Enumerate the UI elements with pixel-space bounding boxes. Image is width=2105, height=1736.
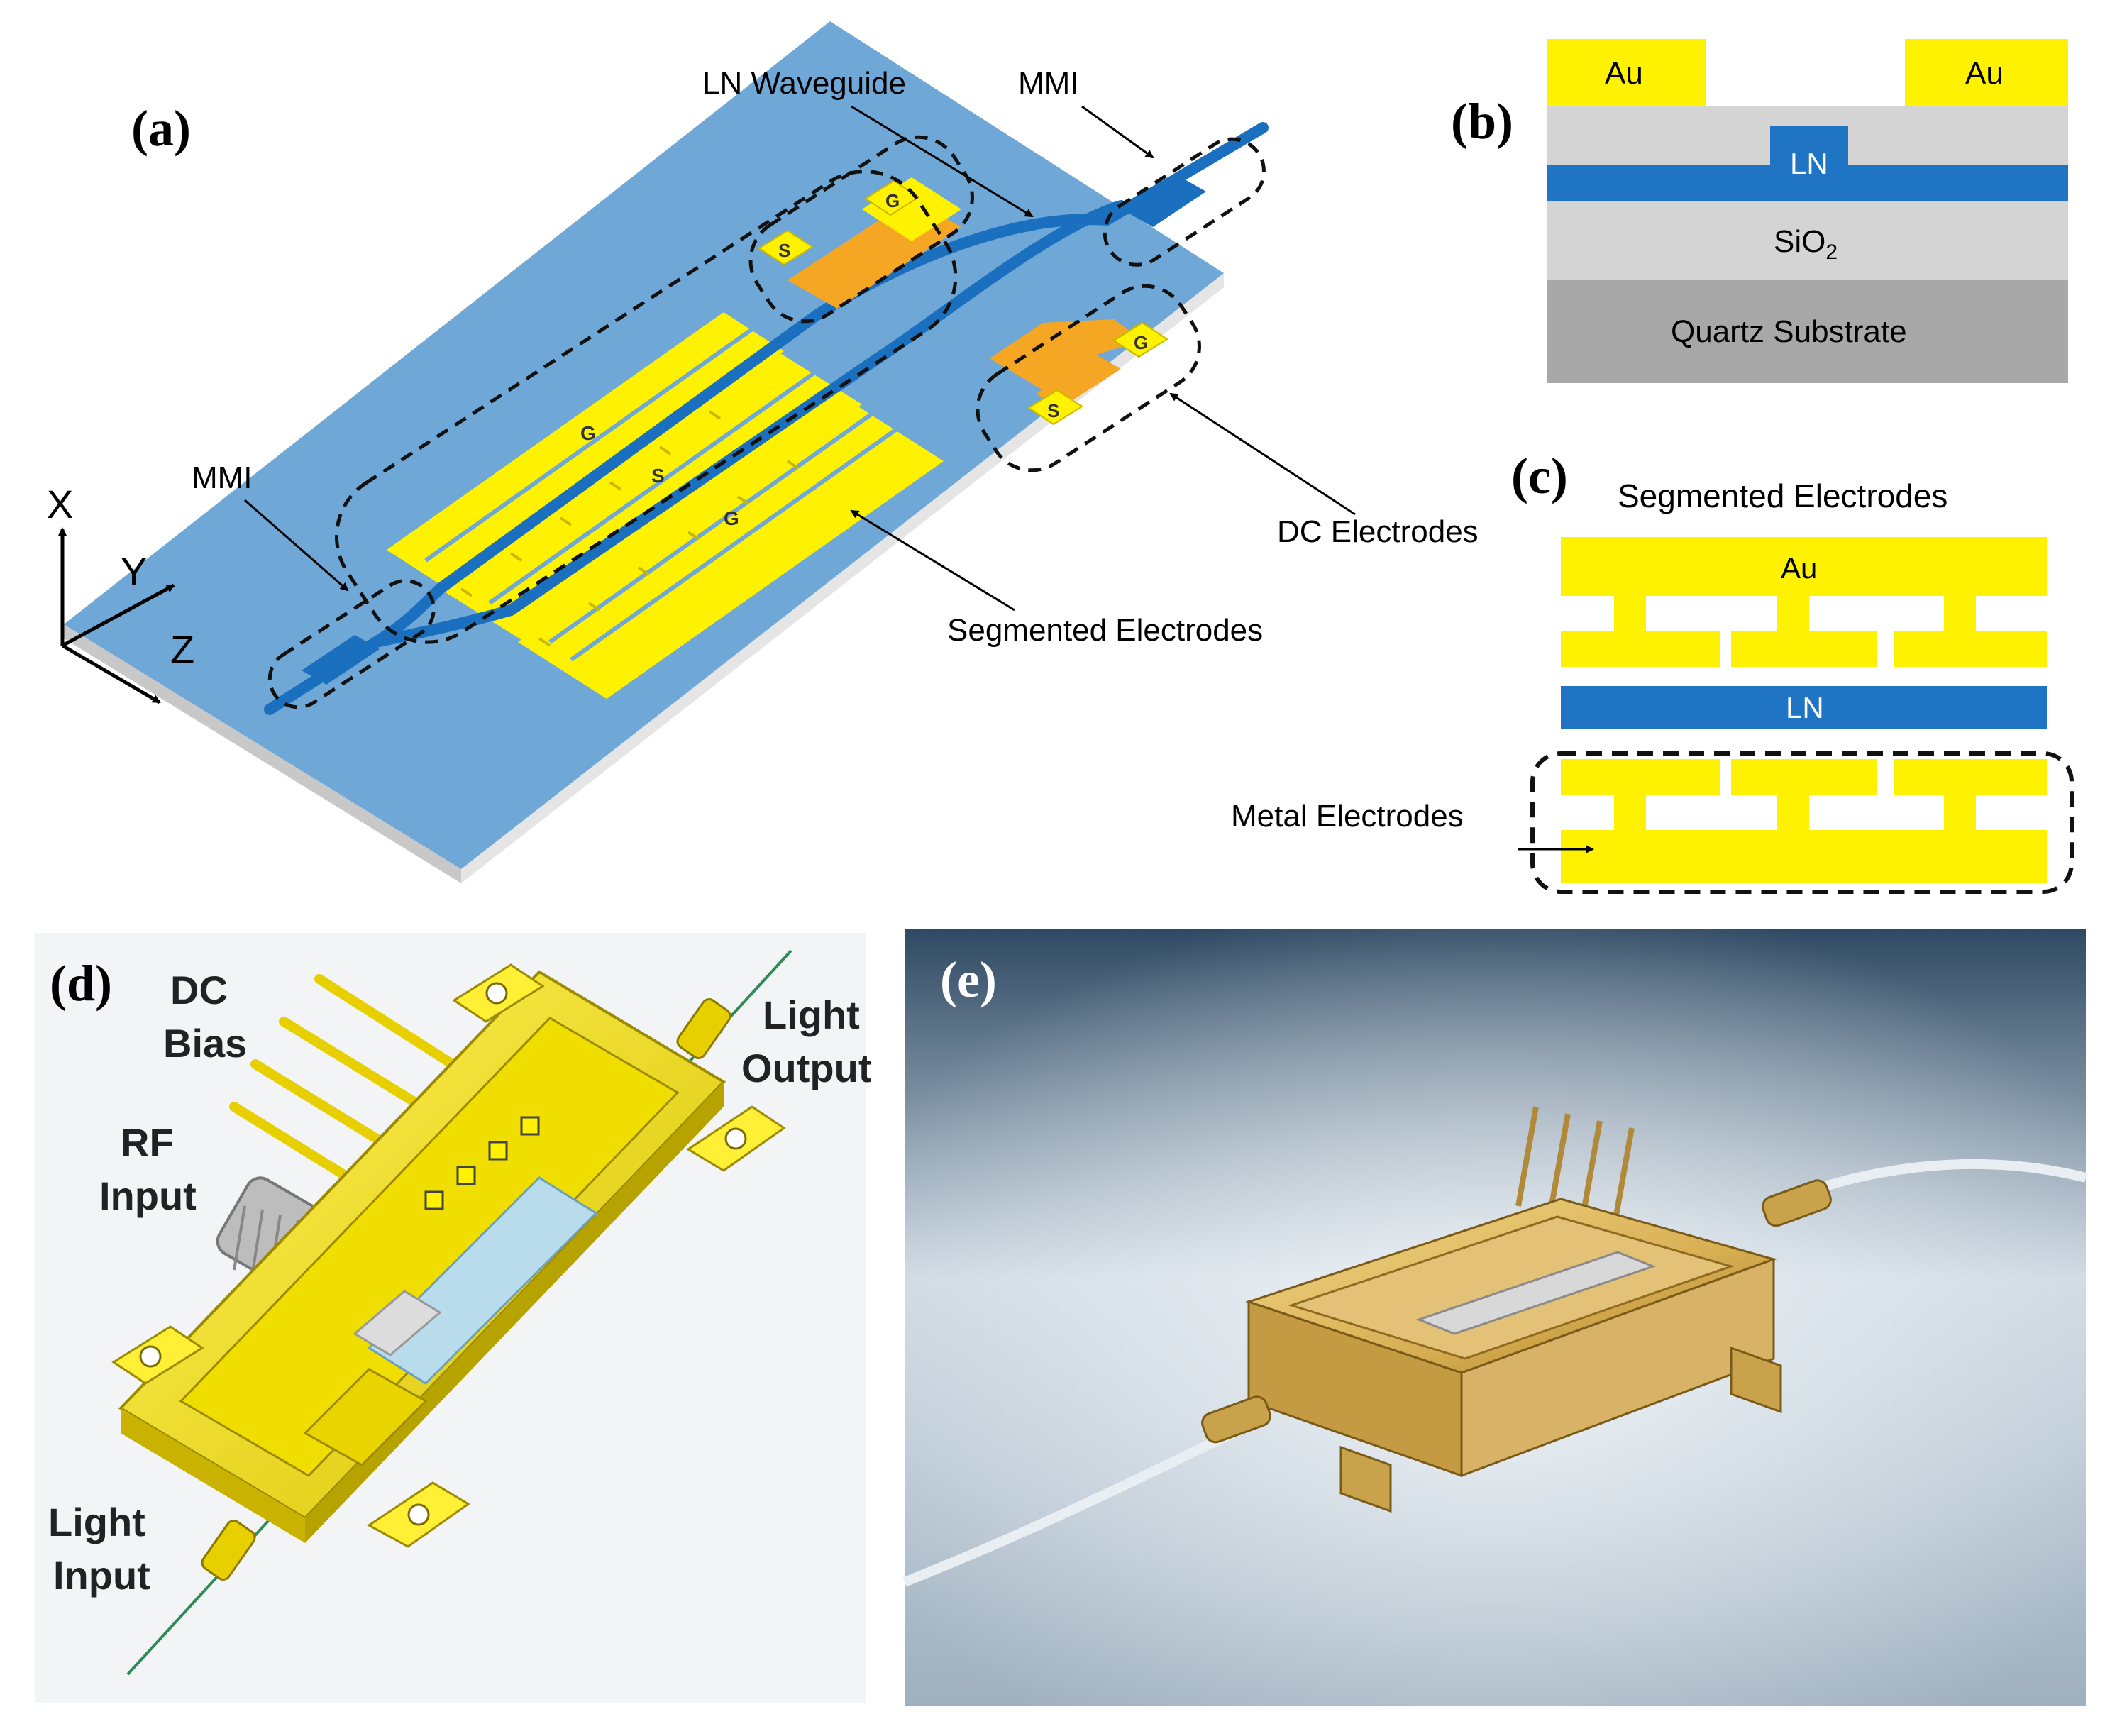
dc-electrode-top: G S	[758, 177, 961, 309]
package-side-wall	[305, 1082, 724, 1543]
panel-d: (d) DC Bias RF Input Light Output Light …	[35, 933, 871, 1703]
metal-electrodes-enclosure	[1530, 751, 2074, 894]
label-c-title: Segmented Electrodes	[1618, 477, 1947, 514]
modulator-chip	[367, 1176, 598, 1385]
panel-d-tag: (d)	[50, 955, 112, 1012]
panel-a: G S G G S G S	[47, 21, 1479, 883]
label-c-ln: LN	[1786, 691, 1824, 724]
label-quartz-substrate: Quartz Substrate	[1671, 314, 1907, 349]
pad-label-g-bottom: G	[724, 507, 739, 529]
au-pad-left	[1547, 39, 1706, 106]
label-sio2: SiO2	[1774, 224, 1838, 264]
label-rf-input-line2: Input	[99, 1173, 197, 1218]
panel-e: (e)	[902, 929, 2087, 1706]
axis-y-label: Y	[121, 549, 147, 594]
package-tabs	[1339, 1346, 1782, 1513]
axis-indicator	[58, 527, 175, 704]
package-pins	[1515, 1106, 1635, 1228]
label-mmi-top: MMI	[1018, 66, 1079, 101]
mmi-right-block	[1128, 177, 1206, 227]
internal-chip	[1415, 1251, 1657, 1335]
label-light-output-line1: Light	[763, 993, 860, 1037]
label-dc-bias-line1: DC	[170, 968, 228, 1012]
label-metal-electrodes: Metal Electrodes	[1231, 799, 1464, 834]
dc-top-pad-g: G	[885, 190, 900, 211]
dc-bottom-pad-g: G	[1134, 332, 1148, 353]
electrode-strip-g-bottom	[518, 404, 944, 699]
panel-a-tag: (a)	[131, 100, 191, 157]
chip-slab-side	[461, 273, 1224, 883]
mmi-left-block	[302, 635, 380, 685]
fiber-port-input	[201, 1520, 256, 1581]
label-light-input-line1: Light	[48, 1500, 145, 1544]
dashed-enclosures	[267, 135, 1266, 709]
dc-electrode-bottom: G S	[990, 319, 1168, 426]
top-segmented-electrode	[1561, 537, 2047, 667]
au-pad-right	[1905, 39, 2068, 106]
mounting-holes	[139, 982, 747, 1526]
label-ln: LN	[1790, 147, 1828, 180]
c-ln-waveguide	[1561, 686, 2047, 729]
dc-bottom-pad-s: S	[1047, 400, 1059, 421]
label-ln-waveguide: LN Waveguide	[702, 66, 906, 101]
fiber-boot-left	[1201, 1395, 1271, 1444]
pad-label-s: S	[651, 465, 665, 487]
axis-x-label: X	[47, 482, 73, 526]
dc-top-pad-s: S	[778, 240, 790, 261]
chip-slab-edge	[64, 624, 461, 883]
label-mmi-left: MMI	[192, 460, 253, 495]
panel-c-tag: (c)	[1511, 448, 1568, 504]
label-dc-bias-line2: Bias	[163, 1021, 247, 1066]
bottom-segmented-electrode	[1561, 759, 2047, 883]
panel-e-tag: (e)	[940, 951, 997, 1008]
package-cavity	[179, 1017, 680, 1477]
label-c-au: Au	[1781, 551, 1817, 585]
label-rf-input-line1: RF	[121, 1120, 174, 1165]
axis-z-label: Z	[170, 627, 194, 672]
sio2-layer	[1547, 201, 2068, 280]
label-au-right: Au	[1965, 56, 2004, 91]
fiber-port-output	[676, 998, 731, 1059]
label-light-output-line2: Output	[741, 1046, 871, 1090]
substrate-layer	[1547, 280, 2068, 383]
panel-c: (c) Segmented Electrodes Au LN Metal Ele…	[1231, 448, 2074, 894]
gold-package-side	[1460, 1257, 1775, 1478]
dc-pads	[424, 1116, 540, 1210]
panel-b-tag: (b)	[1451, 93, 1513, 150]
panel-b: (b) Au Au LN SiO2 Quartz Substrate	[1451, 39, 2068, 383]
inner-carrier	[303, 1368, 428, 1466]
ln-slab	[1547, 165, 2068, 201]
electrode-strip-s	[440, 351, 862, 642]
label-segmented-electrodes: Segmented Electrodes	[947, 613, 1263, 648]
package-front-wall	[121, 1408, 305, 1543]
segmented-electrode-block: G S G	[387, 312, 944, 699]
rf-pcb	[353, 1290, 442, 1356]
label-dc-electrodes: DC Electrodes	[1277, 514, 1479, 549]
pad-label-g-top: G	[580, 422, 596, 444]
label-light-input-line2: Input	[53, 1553, 150, 1598]
label-au-left: Au	[1605, 56, 1643, 91]
fiber-boot-right	[1762, 1179, 1832, 1227]
